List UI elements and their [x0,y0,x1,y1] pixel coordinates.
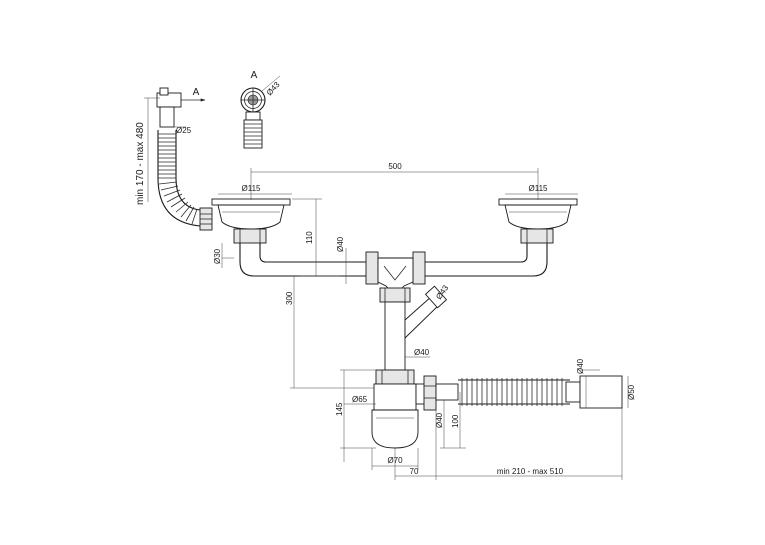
section-arrow-label: A [193,87,200,98]
end-diameter-40-label: Ø40 [576,358,585,374]
trap-base-diameter-label: Ø70 [387,456,403,465]
trap-height-label: 145 [335,402,344,416]
inlet-diameter-label: Ø43 [434,283,450,301]
bowl-depth-label: 110 [305,231,314,244]
outlet-height-label: 100 [451,414,460,428]
offset-label: 70 [410,467,419,476]
outlet-hose: Ø40 Ø50 [435,358,636,409]
left-strainer-diameter-label: Ø115 [242,184,262,193]
bottom-dimensions: 70 min 210 - max 510 [394,408,623,480]
bottle-trap: Ø65 145 Ø40 100 Ø70 [335,369,466,470]
hose-diameter-label: Ø25 [176,126,192,135]
overflow-hose: A Ø25 min 170 - max 480 [135,87,213,231]
hose-length-label: min 170 - max 480 [135,122,146,205]
left-strainer: Ø115 [211,184,292,244]
overflow-diameter-label: Ø43 [265,80,282,98]
right-strainer: Ø115 [498,184,578,244]
total-height-label: 300 [285,291,294,305]
total-height-dimension: 300 [285,276,376,389]
right-strainer-diameter-label: Ø115 [529,184,549,193]
view-label: A [251,70,258,81]
outlet-bottom-diameter-label: Ø40 [435,412,444,428]
overflow-corrugated-stub [243,119,263,149]
outlet-diameter-label: Ø30 [213,248,222,264]
span-dimension: 500 [250,162,539,200]
riser-diameter-label: Ø40 [414,348,430,357]
detail-view-a: A Ø43 [240,70,282,149]
trap-diameter-label: Ø65 [352,395,368,404]
end-diameter-50-label: Ø50 [627,384,636,400]
riser: Ø43 Ø40 [379,283,451,371]
connecting-pipe: 110 Ø40 Ø30 [213,198,548,297]
extension-label: min 210 - max 510 [497,467,564,476]
branch-diameter-label: Ø40 [336,236,345,252]
span-label: 500 [388,162,402,171]
